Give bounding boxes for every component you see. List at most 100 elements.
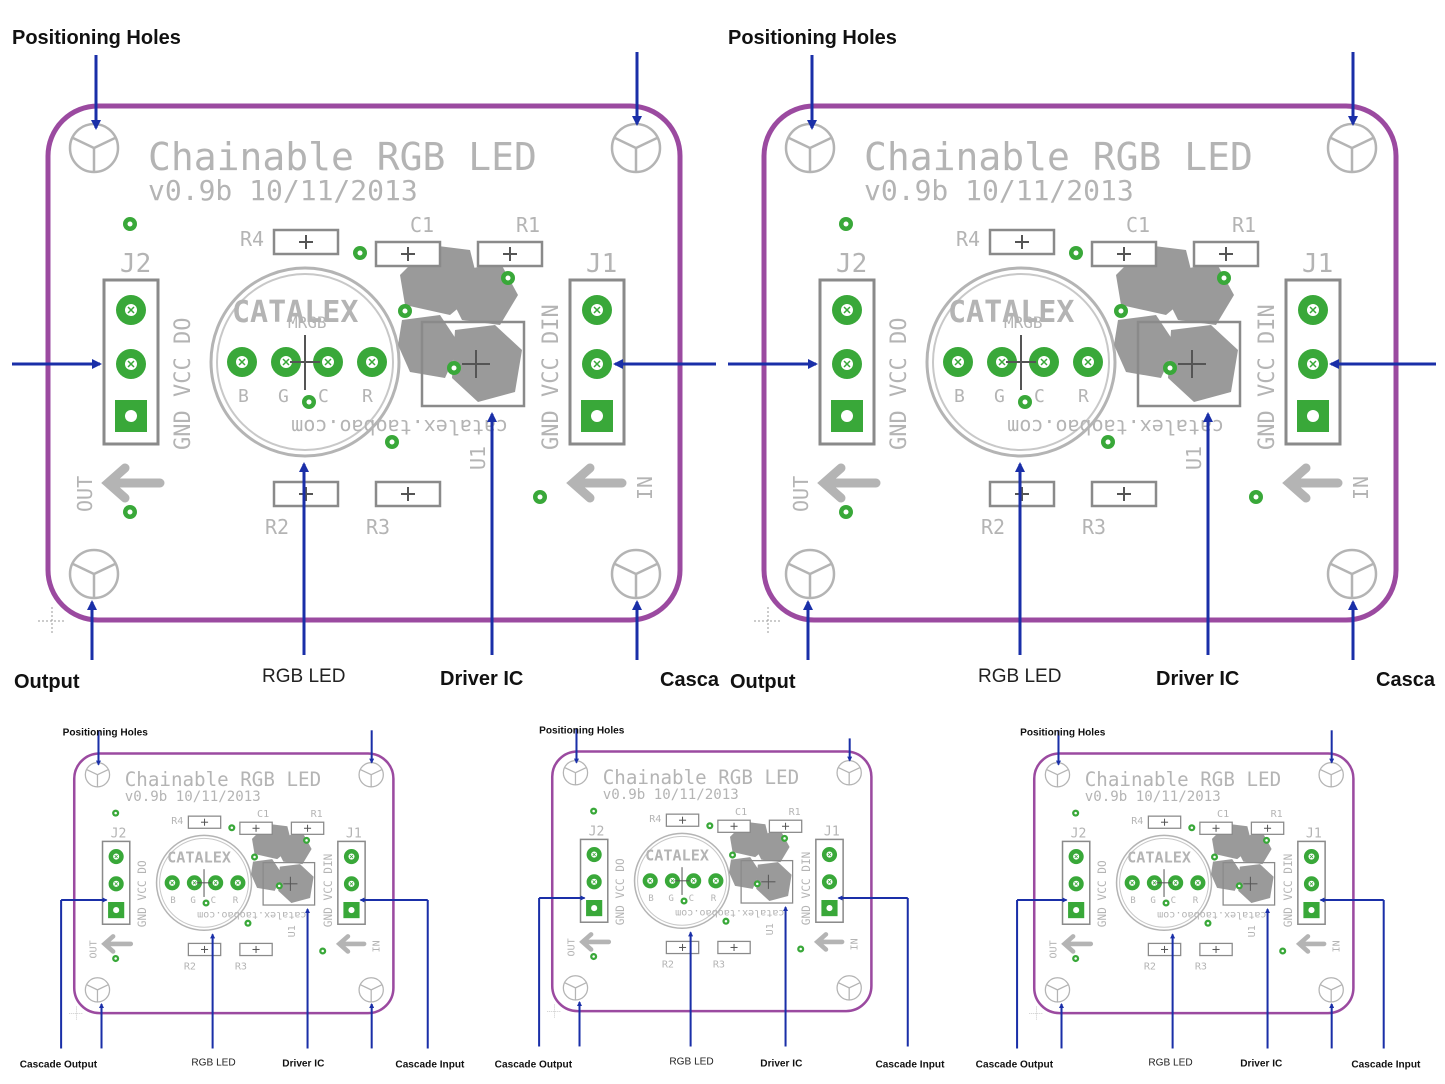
label-cascade-input: Cascade Input: [395, 1060, 465, 1071]
led-letter-c: C: [318, 386, 329, 407]
in-label: IN: [371, 940, 382, 952]
board-title: Chainable RGB LED: [148, 135, 537, 179]
board-version: v0.9b 10/11/2013: [148, 174, 418, 207]
panel-small-1: Chainable RGB LED v0.9b 10/11/2013 J2 J1…: [20, 727, 465, 1070]
url-text: catalex.taobao.com: [1157, 909, 1266, 920]
ref-c1: C1: [735, 807, 747, 818]
ref-r2: R2: [265, 515, 289, 539]
pins-j1-label: GND VCC DIN: [1255, 304, 1280, 450]
label-positioning-holes: Positioning Holes: [728, 27, 897, 49]
panel-large-right: Chainable RGB LED v0.9b 10/11/2013 J2 J1…: [728, 27, 1436, 693]
label-output: Output: [14, 671, 80, 693]
board-title: Chainable RGB LED: [603, 766, 799, 789]
out-label: OUT: [789, 476, 813, 512]
ref-u1: U1: [287, 925, 298, 937]
pins-j2-label: GND VCC DO: [1096, 860, 1109, 927]
label-cascade-output: Cascade Output: [20, 1060, 98, 1071]
ref-r4: R4: [649, 814, 661, 825]
ref-j1: J1: [586, 249, 617, 279]
ref-c1: C1: [257, 809, 269, 820]
panel-small-2: Chainable RGB LED v0.9b 10/11/2013 J2 J1…: [495, 725, 945, 1070]
ref-j2: J2: [836, 249, 867, 279]
logo-text: CATALEX: [948, 295, 1074, 330]
label-output: Output: [730, 671, 796, 693]
ref-r3: R3: [1195, 962, 1207, 973]
label-cascade-output: Cascade Output: [976, 1060, 1054, 1071]
out-label: OUT: [73, 476, 97, 512]
label-rgb-led: RGB LED: [191, 1058, 235, 1069]
label-positioning-holes: Positioning Holes: [12, 27, 181, 49]
led-letter-b: B: [170, 896, 176, 906]
ref-r1: R1: [789, 807, 801, 818]
pins-j1-label: GND VCC DIN: [539, 304, 564, 450]
ref-r2: R2: [981, 515, 1005, 539]
ref-j2: J2: [1071, 826, 1087, 841]
ref-r4: R4: [956, 227, 980, 251]
ref-r1: R1: [1271, 809, 1283, 820]
led-letter-b: B: [954, 386, 965, 407]
ref-j1: J1: [1302, 249, 1333, 279]
in-label: IN: [1331, 940, 1342, 952]
ref-u1: U1: [466, 446, 490, 470]
ref-u1: U1: [1182, 446, 1206, 470]
ref-j1: J1: [824, 824, 840, 839]
label-driver-ic: Driver IC: [760, 1059, 803, 1070]
ref-j2: J2: [589, 824, 605, 839]
label-rgb-led: RGB LED: [669, 1057, 713, 1068]
pins-j1-label: GND VCC DIN: [1282, 854, 1295, 928]
led-letter-r: R: [233, 896, 239, 906]
out-label: OUT: [1048, 940, 1059, 958]
ref-r2: R2: [662, 960, 674, 971]
ref-c1: C1: [1126, 213, 1150, 237]
label-cascade-input: Cascade Input: [875, 1060, 945, 1071]
pins-j2-label: GND VCC DO: [614, 858, 627, 925]
pins-j2-label: GND VCC DO: [136, 860, 149, 927]
label-cascade-input: Cascade Input: [1351, 1060, 1421, 1071]
ref-u1: U1: [1247, 925, 1258, 937]
label-casca: Casca: [660, 669, 720, 691]
ref-r3: R3: [713, 960, 725, 971]
out-label: OUT: [566, 938, 577, 956]
label-driver-ic: Driver IC: [1240, 1059, 1283, 1070]
panel-large-left: Chainable RGB LED v0.9b 10/11/2013 J2 J1…: [12, 27, 720, 693]
board-version: v0.9b 10/11/2013: [125, 789, 261, 805]
led-letter-c: C: [689, 894, 694, 904]
pins-j1-label: GND VCC DIN: [800, 852, 813, 926]
board-title: Chainable RGB LED: [864, 135, 1253, 179]
ref-j1: J1: [1306, 826, 1322, 841]
ref-r3: R3: [366, 515, 390, 539]
sublogo-text: MRGB: [288, 313, 327, 332]
in-label: IN: [633, 476, 657, 500]
ref-r4: R4: [240, 227, 264, 251]
led-letter-g: G: [190, 896, 195, 906]
led-letter-c: C: [1034, 386, 1045, 407]
label-positioning-holes: Positioning Holes: [1020, 727, 1106, 738]
logo-text: CATALEX: [232, 295, 358, 330]
led-letter-b: B: [648, 894, 654, 904]
ref-r3: R3: [1082, 515, 1106, 539]
ref-r1: R1: [1232, 213, 1256, 237]
led-letter-r: R: [711, 894, 717, 904]
ref-c1: C1: [1217, 809, 1229, 820]
ref-r1: R1: [516, 213, 540, 237]
in-label: IN: [1349, 476, 1373, 500]
ref-u1: U1: [765, 923, 776, 935]
board-title: Chainable RGB LED: [1085, 768, 1281, 791]
board-version: v0.9b 10/11/2013: [864, 174, 1134, 207]
board-title: Chainable RGB LED: [125, 768, 321, 791]
ref-r2: R2: [184, 962, 196, 973]
led-letter-c: C: [1171, 896, 1176, 906]
ref-r1: R1: [311, 809, 323, 820]
led-letter-r: R: [1078, 386, 1089, 407]
label-positioning-holes: Positioning Holes: [63, 727, 149, 738]
led-letter-g: G: [668, 894, 673, 904]
led-letter-r: R: [1193, 896, 1199, 906]
label-driver-ic: Driver IC: [282, 1059, 325, 1070]
pins-j2-label: GND VCC DO: [887, 318, 912, 450]
logo-text: CATALEX: [1127, 849, 1191, 867]
panel-small-3: Chainable RGB LED v0.9b 10/11/2013 J2 J1…: [976, 727, 1421, 1070]
label-positioning-holes-cut: Positioning Holes: [539, 725, 625, 736]
label-rgb-led: RGB LED: [978, 666, 1061, 687]
led-letter-g: G: [278, 386, 289, 407]
